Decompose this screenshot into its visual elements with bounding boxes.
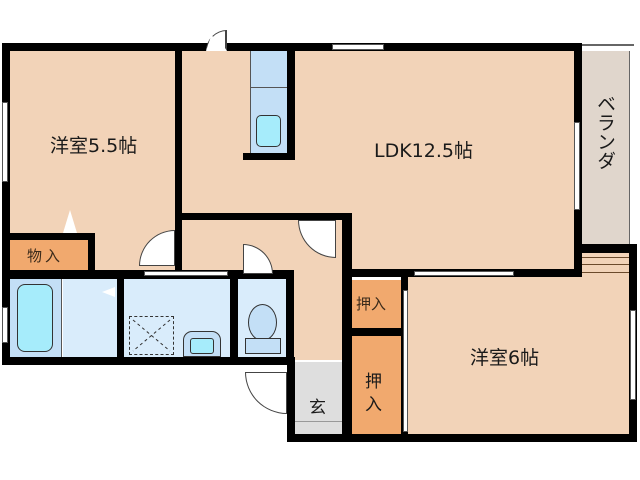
wall (2, 43, 582, 51)
stair-line (580, 257, 630, 258)
closet-large (352, 336, 401, 441)
wall (230, 270, 238, 360)
door-storage-marker (63, 210, 77, 233)
room-label-closet-small: 押入 (356, 295, 387, 313)
door-entrance[interactable] (245, 372, 287, 414)
stair-line (580, 264, 630, 265)
stair-line (580, 272, 630, 273)
washer-pan-icon (129, 316, 174, 355)
window-top-ldk (332, 44, 384, 50)
bathtub-icon (17, 284, 53, 352)
window-left-room1 (2, 102, 8, 182)
room-label-western-6: 洋室6帖 (470, 347, 540, 369)
closet-small (352, 280, 401, 328)
sliding-door-closet (403, 290, 408, 432)
wall (2, 357, 292, 365)
wall (117, 279, 124, 357)
veranda (582, 51, 630, 244)
window-bathroom (2, 307, 8, 343)
washer-pan-cross-icon (132, 319, 171, 352)
western-room-6-floor (408, 276, 630, 441)
sliding-door-washroom (144, 271, 228, 276)
door-bathroom-marker (102, 287, 115, 297)
room-label-veranda: ベランダ (594, 94, 616, 170)
wall (352, 328, 402, 336)
window-room6-right (630, 310, 636, 400)
wall (182, 213, 348, 220)
room-label-ldk: LDK12.5帖 (374, 140, 473, 162)
toilet-bowl-icon (248, 304, 277, 341)
room-label-western-5-5: 洋室5.5帖 (50, 135, 138, 157)
wall (2, 43, 10, 365)
entrance-step-line (295, 421, 343, 422)
wall (574, 244, 637, 253)
wash-basin-bowl-icon (190, 338, 214, 354)
wall (287, 51, 295, 156)
storage (10, 240, 88, 270)
window-ldk-veranda (574, 122, 580, 210)
toilet-tank-icon (245, 338, 281, 354)
sink-icon (256, 115, 281, 147)
wall (287, 434, 637, 442)
wall (243, 153, 295, 160)
door-top-exterior[interactable] (206, 30, 227, 51)
western-room-5-5-floor (10, 51, 175, 233)
room-label-entrance: 玄 (309, 398, 326, 418)
wall (10, 233, 95, 240)
room-label-storage: 物入 (27, 247, 64, 265)
veranda-top-edge (582, 44, 634, 46)
entrance (295, 362, 343, 434)
wall (88, 233, 95, 273)
room-label-closet-large-1: 押 (365, 372, 382, 392)
wall (286, 270, 294, 365)
room-label-closet-large-2: 入 (365, 395, 382, 415)
wall (175, 51, 182, 273)
sliding-door-ldk-room6 (414, 271, 514, 276)
wall (287, 357, 295, 442)
kitchen-divider (250, 87, 287, 88)
wall (342, 213, 352, 441)
